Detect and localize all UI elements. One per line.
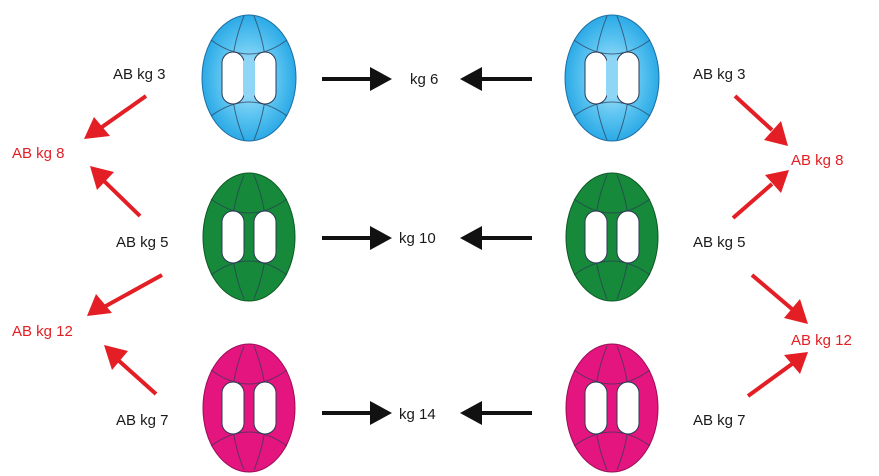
arrow-left-icon [460, 226, 532, 250]
center-label: kg 14 [399, 406, 436, 423]
red-arrow-icon [731, 170, 789, 220]
left-label: AB kg 7 [116, 412, 169, 429]
left-label: AB kg 3 [113, 66, 166, 83]
left-result-label: AB kg 12 [12, 323, 73, 340]
row-1: AB kg 3 AB kg 3 kg 6 [113, 14, 746, 142]
row-3: AB kg 7 AB kg 7 kg 14 [116, 343, 746, 473]
left-result-label: AB kg 8 [12, 145, 65, 162]
arrow-left-icon [460, 401, 532, 425]
molecule-magenta-right [565, 343, 659, 473]
right-result-label: AB kg 12 [791, 332, 852, 349]
right-results: AB kg 8 AB kg 12 [731, 94, 852, 398]
molecule-blue-left [201, 14, 297, 142]
molecule-green-right [565, 172, 659, 302]
red-arrow-icon [84, 94, 148, 139]
molecule-green-left [202, 172, 296, 302]
arrow-right-icon [322, 401, 392, 425]
red-arrow-icon [733, 94, 788, 146]
red-arrow-icon [104, 345, 158, 396]
center-label: kg 6 [410, 71, 438, 88]
arrow-left-icon [460, 67, 532, 91]
left-label: AB kg 5 [116, 234, 169, 251]
molecule-blue-right [564, 14, 660, 142]
molecule-magenta-left [202, 343, 296, 473]
left-results: AB kg 8 AB kg 12 [12, 94, 163, 396]
right-label: AB kg 3 [693, 66, 746, 83]
red-arrow-icon [90, 166, 142, 218]
red-arrow-icon [87, 273, 163, 316]
right-label: AB kg 5 [693, 234, 746, 251]
row-2: AB kg 5 AB kg 5 kg 10 [116, 172, 746, 302]
red-arrow-icon [750, 273, 808, 324]
red-arrow-icon [746, 352, 808, 398]
arrow-right-icon [322, 67, 392, 91]
arrow-right-icon [322, 226, 392, 250]
right-result-label: AB kg 8 [791, 152, 844, 169]
center-label: kg 10 [399, 230, 436, 247]
right-label: AB kg 7 [693, 412, 746, 429]
